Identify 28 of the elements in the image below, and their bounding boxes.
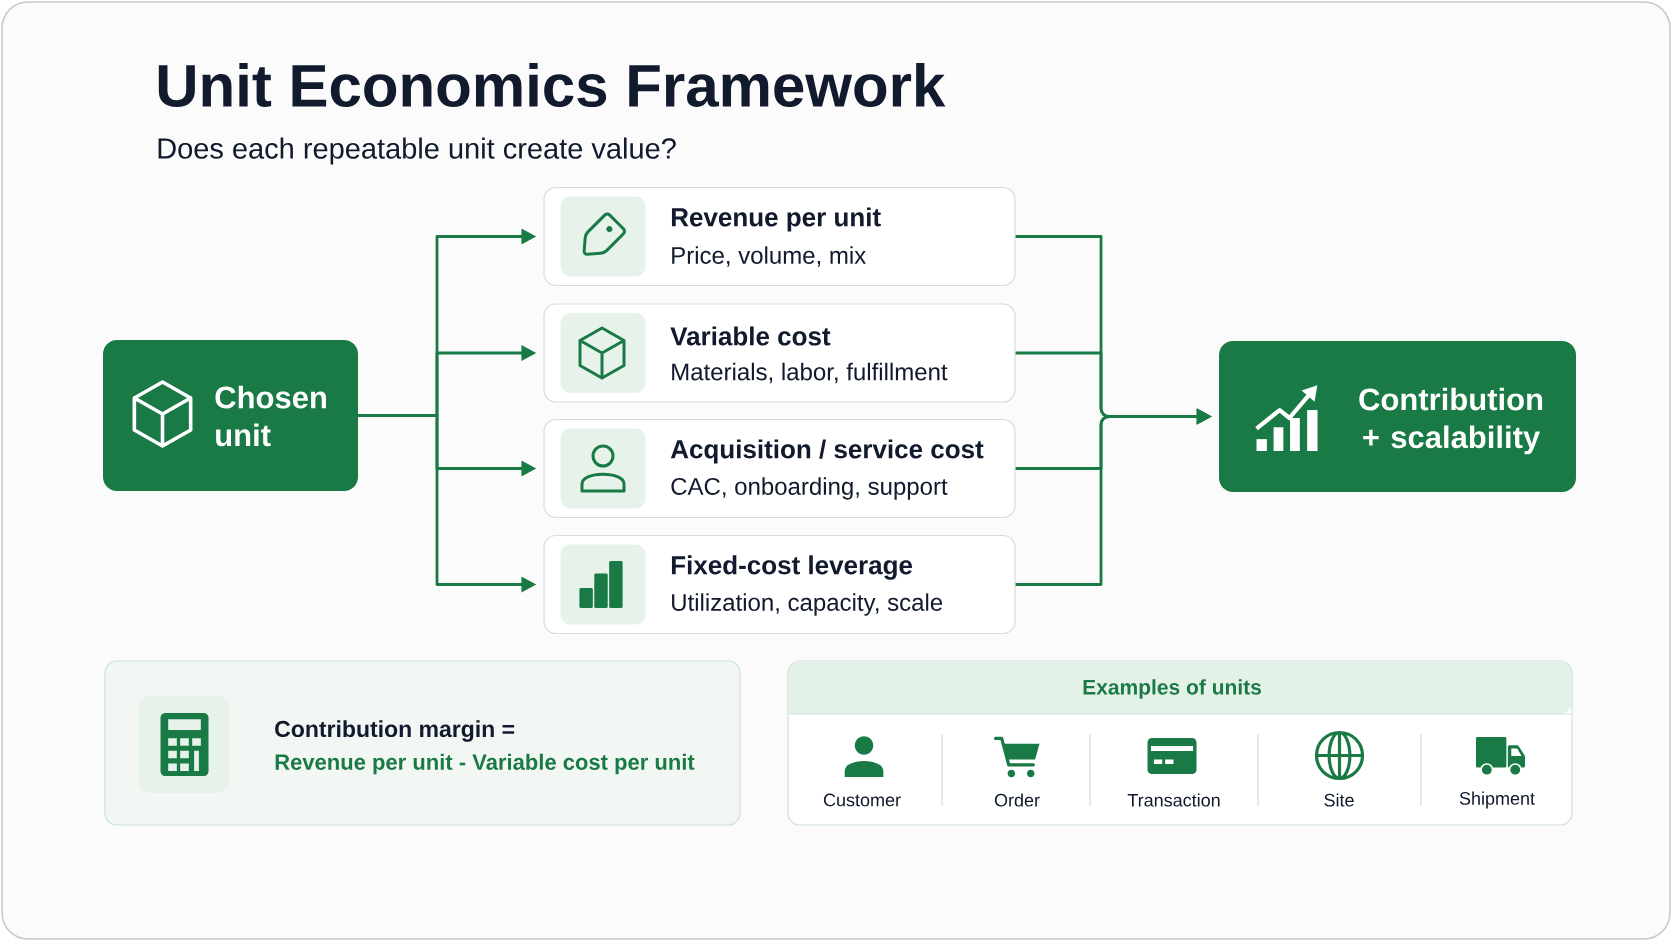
card-subtitle: CAC, onboarding, support xyxy=(671,477,948,500)
card xyxy=(543,303,1016,403)
card xyxy=(543,534,1016,635)
item-label: Shipment xyxy=(1459,791,1535,809)
item-label: Order xyxy=(994,793,1040,807)
result-box xyxy=(1219,341,1576,492)
formula-box xyxy=(104,660,741,826)
item-label: Customer xyxy=(823,793,901,807)
box-label: Contribution + scalability xyxy=(1359,387,1543,455)
card-subtitle: Price, volume, mix xyxy=(672,246,866,267)
card-title: Revenue per unit xyxy=(671,207,881,232)
card-title: Fixed-cost leverage xyxy=(671,555,913,580)
item-label: Transaction xyxy=(1127,793,1220,807)
card-title: Acquisition / service cost xyxy=(670,439,984,464)
formula-label: Contribution margin = xyxy=(275,720,515,742)
card-subtitle: Materials, labor, fulfillment xyxy=(672,362,948,384)
card xyxy=(543,418,1016,519)
card xyxy=(543,186,1016,287)
card-subtitle: Utilization, capacity, scale xyxy=(672,593,943,616)
unit-box xyxy=(103,340,358,491)
card-title: Variable cost xyxy=(670,326,831,346)
item-label: Site xyxy=(1324,793,1354,807)
title: Unit Economics Framework xyxy=(158,62,946,107)
examples-panel xyxy=(787,660,1573,826)
box-label: Chosen unit xyxy=(215,385,326,447)
panel-header: Examples of units xyxy=(788,661,1572,715)
formula: Revenue per unit - Variable cost per unit xyxy=(275,753,695,775)
subtitle: Does each repeatable unit create value? xyxy=(158,137,676,165)
